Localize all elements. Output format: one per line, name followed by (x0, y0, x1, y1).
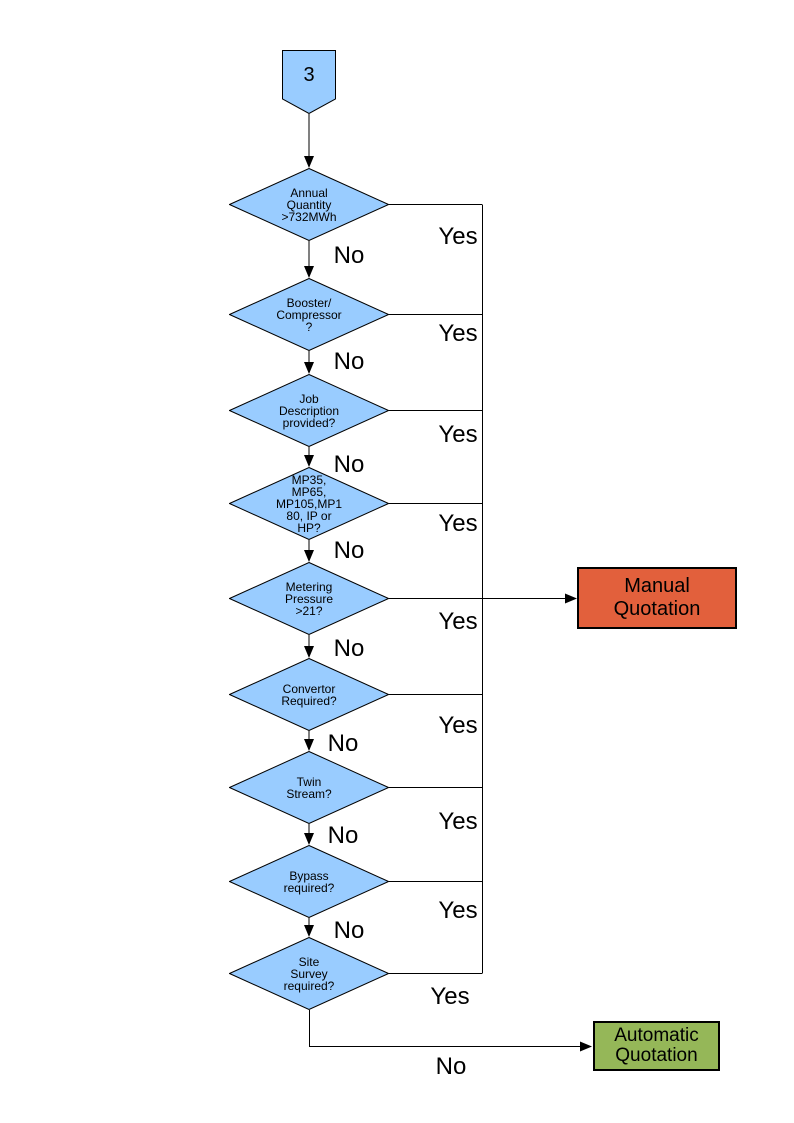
outcome-manual-quotation: Manual Quotation (577, 567, 737, 629)
offpage-connector-shape (282, 50, 336, 114)
decision-diamond-shape (229, 937, 389, 1010)
offpage-connector-3: 3 (282, 50, 336, 114)
offpage-connector-label: 3 (303, 64, 315, 86)
arrowhead-automatic (580, 1041, 592, 1052)
decision-label: Job Description provided? (278, 391, 340, 430)
edge-label-yes-9: Yes (430, 983, 470, 1010)
decision-metering-pressure: Metering Pressure >21? (229, 562, 389, 635)
edge-label-no-1: No (333, 242, 365, 269)
decision-diamond-shape (229, 467, 389, 540)
edge-label-yes-1: Yes (438, 223, 478, 250)
arrowhead-d3 (304, 362, 314, 374)
decision-label: Annual Quantity >732MWh (281, 185, 337, 224)
decision-diamond-shape (229, 374, 389, 447)
arrowhead-d9 (304, 925, 314, 937)
decision-diamond-shape (229, 168, 389, 241)
edge-label-no-3: No (333, 451, 365, 478)
decision-twin-stream: Twin Stream? (229, 751, 389, 824)
edge-label-yes-2: Yes (438, 320, 478, 347)
manual-quotation-box (577, 567, 737, 629)
decision-convertor-required: Convertor Required? (229, 658, 389, 731)
arrowhead-d1 (304, 156, 314, 168)
edge-label-no-5: No (333, 635, 365, 662)
edge-label-yes-3: Yes (438, 421, 478, 448)
decision-job-description: Job Description provided? (229, 374, 389, 447)
arrowhead-d8 (304, 833, 314, 845)
decision-booster-compressor: Booster/ Compressor ? (229, 278, 389, 351)
edge-no-9-to-automatic (309, 1010, 580, 1047)
edge-label-yes-8: Yes (438, 897, 478, 924)
decision-label: Convertor Required? (281, 681, 337, 708)
edge-label-no-2: No (333, 348, 365, 375)
decision-label: Metering Pressure >21? (284, 579, 334, 618)
decision-label: Booster/ Compressor ? (276, 295, 342, 334)
edge-label-yes-6: Yes (438, 712, 478, 739)
decision-bypass-required: Bypass required? (229, 845, 389, 918)
arrowhead-manual (565, 593, 577, 604)
arrowhead-d7 (304, 739, 314, 751)
edge-label-no-9: No (435, 1053, 467, 1080)
edge-label-no-8: No (333, 917, 365, 944)
decision-diamond-shape (229, 751, 389, 824)
arrowhead-d4 (304, 455, 314, 467)
decision-label: Site Survey required? (283, 954, 335, 993)
decision-diamond-shape (229, 658, 389, 731)
decision-annual-quantity: Annual Quantity >732MWh (229, 168, 389, 241)
decision-label: Twin Stream? (286, 774, 332, 801)
manual-quotation-label: Manual Quotation (613, 575, 701, 620)
decision-diamond-shape (229, 845, 389, 918)
decision-meter-pressure-tier: MP35, MP65, MP105,MP1 80, IP or HP? (229, 467, 389, 540)
decision-diamond-shape (229, 278, 389, 351)
arrowhead-d2 (304, 266, 314, 278)
edge-label-no-7: No (327, 822, 359, 849)
edge-label-yes-4: Yes (438, 510, 478, 537)
automatic-quotation-label: Automatic Quotation (614, 1025, 699, 1066)
automatic-quotation-box (593, 1021, 720, 1071)
edge-label-yes-5: Yes (438, 608, 478, 635)
decision-label: Bypass required? (283, 868, 335, 895)
decision-label: MP35, MP65, MP105,MP1 80, IP or HP? (275, 472, 343, 535)
edge-label-no-6: No (327, 730, 359, 757)
decision-site-survey: Site Survey required? (229, 937, 389, 1010)
arrowhead-d6 (304, 646, 314, 658)
edge-label-yes-7: Yes (438, 808, 478, 835)
arrowhead-d5 (304, 550, 314, 562)
decision-diamond-shape (229, 562, 389, 635)
edge-label-no-4: No (333, 537, 365, 564)
outcome-automatic-quotation: Automatic Quotation (593, 1021, 720, 1071)
